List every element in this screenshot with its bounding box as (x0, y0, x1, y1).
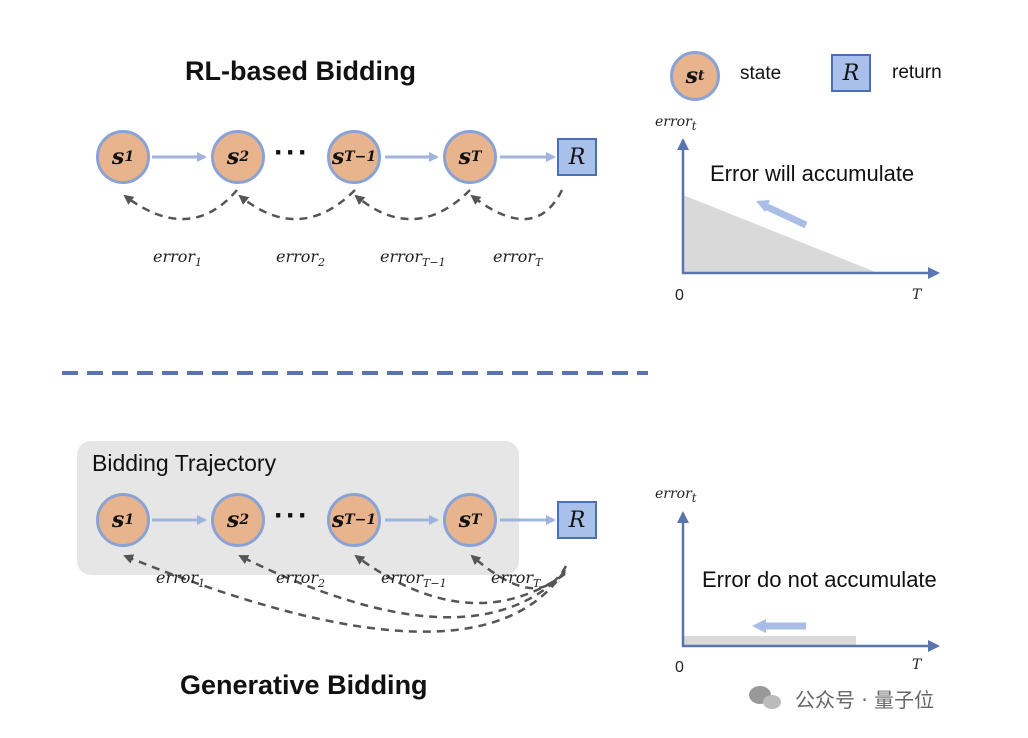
state-sub: 2 (239, 149, 250, 165)
bottom-error-arc-4 (470, 554, 568, 590)
state-sub: 1 (124, 149, 135, 165)
error-text: error (491, 568, 534, 587)
error-text: error (153, 247, 196, 266)
state-sub: T−1 (344, 512, 377, 528)
top-return-box: R (557, 138, 597, 176)
top-error-label-4: errorT (493, 247, 542, 269)
error-sub: T−1 (423, 577, 447, 591)
top-ellipsis: ··· (274, 136, 310, 169)
bottom-plot-trend-arrowhead (752, 619, 766, 633)
top-error-arc-1 (123, 189, 238, 221)
bottom-error-arc-3 (354, 554, 566, 605)
top-error-arc-4 (470, 189, 564, 221)
legend-return-box: R (831, 54, 871, 92)
bottom-error-arc-1 (123, 554, 567, 633)
watermark-text: 公众号 · 量子位 (795, 688, 935, 712)
error-sub: 1 (198, 577, 206, 591)
wechat-icon (749, 686, 781, 709)
bottom-plot-x-label: T (912, 657, 922, 673)
top-plot-caption: Error will accumulate (710, 161, 915, 186)
top-error-label-1: error1 (153, 247, 202, 269)
top-plot-y-label: errort (655, 114, 696, 133)
bottom-error-label-4: errorT (491, 568, 540, 590)
bottom-error-arc-2 (238, 554, 566, 619)
return-symbol: R (568, 507, 586, 533)
state-sub: T (470, 512, 482, 528)
state-sub: T−1 (344, 149, 377, 165)
error-text: error (156, 568, 199, 587)
legend-return-label: return (892, 62, 942, 83)
state-symbol: s (111, 507, 125, 533)
state-sub: T (470, 149, 482, 165)
bottom-plot-y-label: errort (655, 486, 696, 505)
error-sub: 1 (195, 256, 203, 270)
top-plot-area (683, 195, 878, 273)
state-symbol: s (226, 507, 240, 533)
error-text: error (381, 568, 424, 587)
state-sub: 2 (239, 512, 250, 528)
state-symbol: s (331, 144, 345, 170)
state-symbol: s (226, 144, 240, 170)
top-error-arc-3 (354, 189, 471, 221)
error-text: error (493, 247, 536, 266)
legend-state-label: state (740, 63, 782, 84)
return-symbol: R (568, 144, 586, 170)
error-sub: T (533, 577, 541, 591)
error-text: error (380, 247, 423, 266)
y-label-sub: t (691, 490, 697, 505)
top-error-label-2: error2 (276, 247, 325, 269)
error-sub: 2 (318, 577, 326, 591)
bottom-title: Generative Bidding (180, 670, 428, 700)
state-symbol: s (111, 144, 125, 170)
bottom-error-label-1: error1 (156, 568, 205, 590)
state-symbol: s (331, 507, 345, 533)
y-label-sub: t (691, 118, 697, 133)
bottom-error-label-3: errorT−1 (381, 568, 447, 590)
error-sub: T (535, 256, 543, 270)
top-error-label-3: errorT−1 (380, 247, 446, 269)
y-label-text: error (655, 486, 692, 502)
y-label-text: error (655, 114, 692, 130)
bottom-plot-origin: 0 (675, 659, 684, 676)
state-symbol: s (458, 507, 471, 533)
top-plot-trend-arrowhead (756, 200, 770, 212)
trajectory-label: Bidding Trajectory (92, 450, 277, 476)
bottom-return-box: R (557, 501, 597, 539)
bottom-plot-area (683, 636, 856, 646)
bottom-error-label-2: error2 (276, 568, 325, 590)
state-symbol: s (458, 144, 471, 170)
state-sub: 1 (124, 512, 135, 528)
legend-state-symbol: s (685, 63, 698, 89)
error-sub: T−1 (422, 256, 446, 270)
trajectory-box (77, 441, 519, 575)
legend-state-sub: t (697, 68, 705, 84)
top-title: RL-based Bidding (185, 56, 416, 86)
error-text: error (276, 247, 319, 266)
legend-return-symbol: R (842, 60, 860, 86)
top-plot-x-label: T (912, 287, 922, 303)
top-plot-trend-arrow (763, 202, 808, 229)
top-error-arc-2 (238, 189, 356, 221)
error-text: error (276, 568, 319, 587)
error-sub: 2 (318, 256, 326, 270)
bottom-plot-caption: Error do not accumulate (702, 567, 937, 592)
bottom-ellipsis: ··· (274, 499, 310, 532)
top-plot-origin: 0 (675, 287, 684, 304)
